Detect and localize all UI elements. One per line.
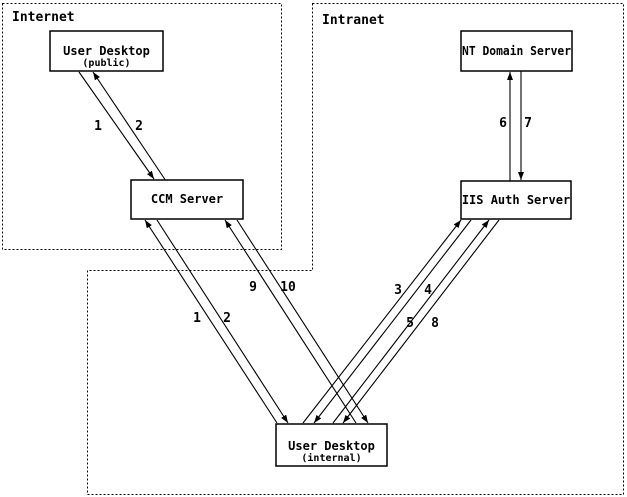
user-desktop-public-subtitle: (public)	[82, 57, 130, 69]
ccm-server-title: CCM Server	[151, 192, 223, 206]
edge-label-1-public: 1	[94, 119, 102, 134]
edge-2-ccm-to-internal-desktop	[156, 219, 289, 424]
user-desktop-public-box	[49, 30, 164, 72]
node-nt-domain-server: NT Domain Server	[460, 30, 573, 72]
edges	[78, 71, 524, 424]
node-ccm-server: CCM Server	[130, 179, 244, 220]
edge-label-8: 8	[431, 316, 439, 331]
edge-2-ccm-to-public-desktop	[92, 71, 167, 182]
intranet-region-label: Intranet	[322, 13, 385, 28]
user-desktop-internal-box	[275, 423, 388, 467]
edge-label-9: 9	[249, 280, 257, 295]
edge-label-1-internal: 1	[193, 311, 201, 326]
nt-domain-server-box	[460, 30, 573, 72]
edge-3-internal-desktop-to-iis	[302, 219, 462, 424]
edge-8-iis-to-internal-desktop	[342, 219, 500, 424]
edge-label-4: 4	[424, 283, 432, 298]
node-user-desktop-internal: User Desktop (internal)	[275, 423, 388, 467]
node-iis-auth-server: IIS Auth Server	[460, 180, 572, 220]
edge-label-7: 7	[524, 116, 532, 131]
edge-labels: 1 2 1 2 9 10 3 4 5 8 6 7	[94, 116, 532, 331]
node-user-desktop-public: User Desktop (public)	[49, 30, 164, 72]
user-desktop-public-title: User Desktop	[63, 44, 150, 58]
user-desktop-internal-title: User Desktop	[288, 439, 375, 453]
edge-label-6: 6	[499, 116, 507, 131]
user-desktop-internal-subtitle: (internal)	[301, 452, 361, 464]
edge-1-public-desktop-to-ccm	[78, 71, 155, 180]
iis-auth-server-title: IIS Auth Server	[462, 193, 570, 207]
intranet-region-border	[87, 3, 624, 495]
nt-domain-server-title: NT Domain Server	[462, 44, 571, 58]
edge-5-internal-desktop-to-iis	[332, 219, 490, 424]
edge-4-iis-to-internal-desktop	[313, 219, 472, 424]
internet-region-label: Internet	[12, 10, 75, 25]
edge-label-10: 10	[280, 280, 296, 295]
ccm-server-box	[130, 179, 244, 220]
edge-10-ccm-to-internal-desktop	[236, 219, 369, 424]
iis-auth-server-box	[460, 180, 572, 220]
edge-label-3: 3	[394, 283, 402, 298]
edge-label-2-public: 2	[135, 119, 143, 134]
internet-region-border	[2, 3, 282, 250]
edge-9-internal-desktop-to-ccm	[224, 219, 357, 424]
edge-1-internal-desktop-to-ccm	[144, 219, 278, 424]
edge-label-5: 5	[406, 316, 414, 331]
edge-label-2-internal: 2	[223, 311, 231, 326]
